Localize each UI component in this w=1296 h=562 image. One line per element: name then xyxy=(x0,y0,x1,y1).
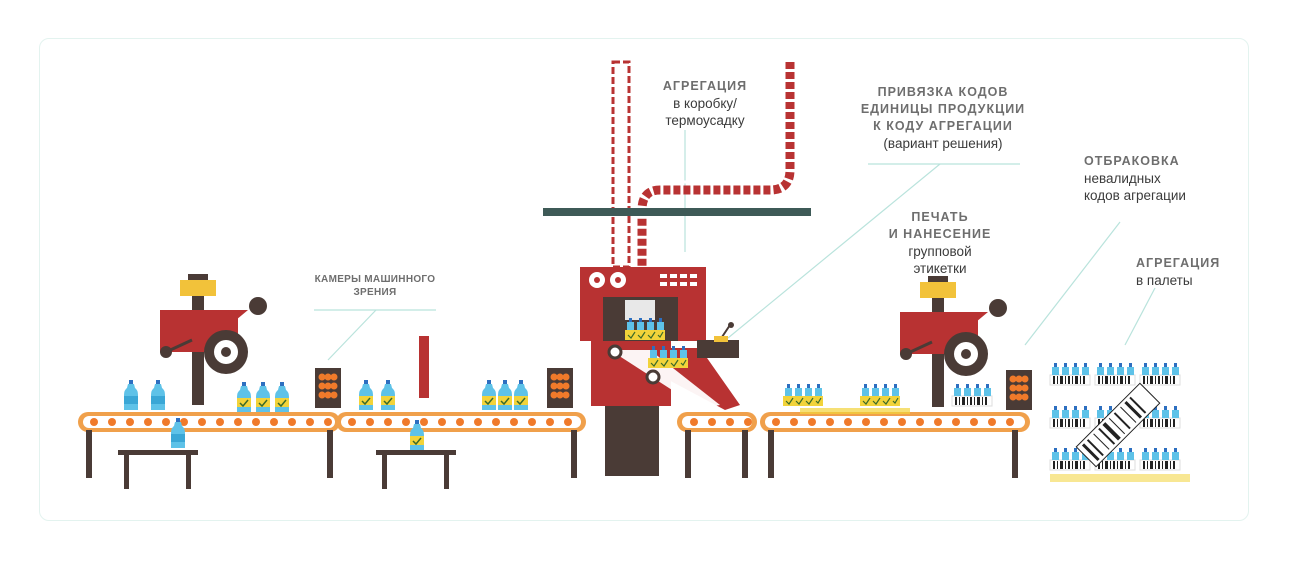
box-aggregation-line2: термоусадку xyxy=(665,113,745,128)
vision-cameras-title1: КАМЕРЫ МАШИННОГО xyxy=(314,274,436,285)
barcode-bar xyxy=(1129,396,1147,414)
label-applicator-1 xyxy=(158,272,269,407)
conveyor-roller xyxy=(916,418,924,426)
conveyor-roller xyxy=(934,418,942,426)
conveyor-roller xyxy=(252,418,260,426)
conveyor-roller xyxy=(808,418,816,426)
pallet-stack xyxy=(1049,362,1190,482)
reject-title: ОТБРАКОВКА xyxy=(1084,154,1180,168)
conveyor-roller xyxy=(970,418,978,426)
vision-camera-1 xyxy=(315,368,341,408)
conveyor-roller xyxy=(690,418,698,426)
label-code-binding: ПРИВЯЗКА КОДОВ ЕДИНИЦЫ ПРОДУКЦИИ К КОДУ … xyxy=(838,84,1048,152)
barcode-bar xyxy=(1081,443,1100,462)
conveyor-roller xyxy=(234,418,242,426)
conveyor-roller xyxy=(348,418,356,426)
reject-line2: кодов агрегации xyxy=(1084,188,1186,203)
conveyor-roller xyxy=(366,418,374,426)
shrink-packs xyxy=(782,383,993,414)
label-print-apply: ПЕЧАТЬ И НАНЕСЕНИЕ групповой этикетки xyxy=(875,209,1005,277)
conveyor-roller xyxy=(108,418,116,426)
callout-lines xyxy=(314,130,1156,361)
barcode-bar xyxy=(1124,400,1143,419)
conveyor-roller xyxy=(862,418,870,426)
aggregator-ducts xyxy=(543,60,811,269)
conveyor-roller xyxy=(546,418,554,426)
conveyor-roller xyxy=(420,418,428,426)
diagram-frame xyxy=(39,38,1249,521)
conveyor-roller xyxy=(216,418,224,426)
conveyor-roller xyxy=(772,418,780,426)
vision-cameras-title2: ЗРЕНИЯ xyxy=(353,287,397,298)
box-aggregation-line1: в коробку/ xyxy=(673,96,737,111)
print-label-title1: ПЕЧАТЬ xyxy=(911,210,969,224)
print-label-line2: этикетки xyxy=(913,261,967,276)
label-vision-cameras: КАМЕРЫ МАШИННОГО ЗРЕНИЯ xyxy=(300,273,450,299)
conveyor-roller xyxy=(324,418,332,426)
conveyor-roller xyxy=(402,418,410,426)
barcode-bar xyxy=(1102,422,1121,441)
print-label-line1: групповой xyxy=(908,244,972,259)
aggregation-machine xyxy=(580,267,740,476)
code-binding-title2: ЕДИНИЦЫ ПРОДУКЦИИ xyxy=(860,102,1026,116)
conveyor-roller xyxy=(456,418,464,426)
vision-camera-3 xyxy=(1006,370,1032,410)
conveyor-roller xyxy=(474,418,482,426)
conveyor-roller xyxy=(1006,418,1014,426)
pallet-aggregation-line1: в палеты xyxy=(1136,273,1193,288)
print-label-title2: И НАНЕСЕНИЕ xyxy=(888,227,992,241)
reject-pusher xyxy=(419,336,429,398)
barcode-bar xyxy=(1120,406,1137,423)
conveyor-roller xyxy=(898,418,906,426)
conveyor-roller xyxy=(180,418,188,426)
conveyor-roller xyxy=(744,418,752,426)
conveyor-roller xyxy=(162,418,170,426)
conveyor-roller xyxy=(880,418,888,426)
label-box-aggregation: АГРЕГАЦИЯ в коробку/ термоусадку xyxy=(640,78,770,129)
conveyor-roller xyxy=(528,418,536,426)
conveyor-roller xyxy=(988,418,996,426)
conveyor-roller xyxy=(384,418,392,426)
label-applicator-2 xyxy=(898,274,1009,409)
conveyor-roller xyxy=(726,418,734,426)
label-reject: ОТБРАКОВКА невалидных кодов агрегации xyxy=(1084,153,1234,204)
conveyor-roller xyxy=(438,418,446,426)
conveyor-roller xyxy=(144,418,152,426)
conveyor-roller xyxy=(790,418,798,426)
code-binding-title1: ПРИВЯЗКА КОДОВ xyxy=(877,85,1009,99)
conveyor-roller xyxy=(826,418,834,426)
reject-line1: невалидных xyxy=(1084,171,1161,186)
barcode-bar xyxy=(1093,433,1110,450)
conveyor-roller xyxy=(288,418,296,426)
conveyor-roller xyxy=(564,418,572,426)
code-binding-line1: (вариант решения) xyxy=(883,136,1003,151)
barcode-bar xyxy=(1113,412,1131,430)
vision-camera-2 xyxy=(547,368,573,408)
code-binding-title3: К КОДУ АГРЕГАЦИИ xyxy=(873,119,1013,133)
conveyor-roller xyxy=(952,418,960,426)
conveyor-roller xyxy=(708,418,716,426)
conveyor-roller xyxy=(270,418,278,426)
conveyor-roller xyxy=(492,418,500,426)
label-pallet-aggregation: АГРЕГАЦИЯ в палеты xyxy=(1136,255,1246,289)
barcode-bar xyxy=(1108,417,1126,435)
conveyor-belts xyxy=(78,412,1030,489)
pallet-aggregation-title: АГРЕГАЦИЯ xyxy=(1136,256,1221,270)
barcode-bar xyxy=(1098,427,1116,445)
conveyor-roller xyxy=(844,418,852,426)
conveyor-roller xyxy=(198,418,206,426)
conveyor-roller xyxy=(126,418,134,426)
conveyor-roller xyxy=(510,418,518,426)
conveyor-roller xyxy=(306,418,314,426)
conveyor-roller xyxy=(90,418,98,426)
box-aggregation-title: АГРЕГАЦИЯ xyxy=(662,79,748,93)
barcode-bar xyxy=(1086,439,1104,457)
